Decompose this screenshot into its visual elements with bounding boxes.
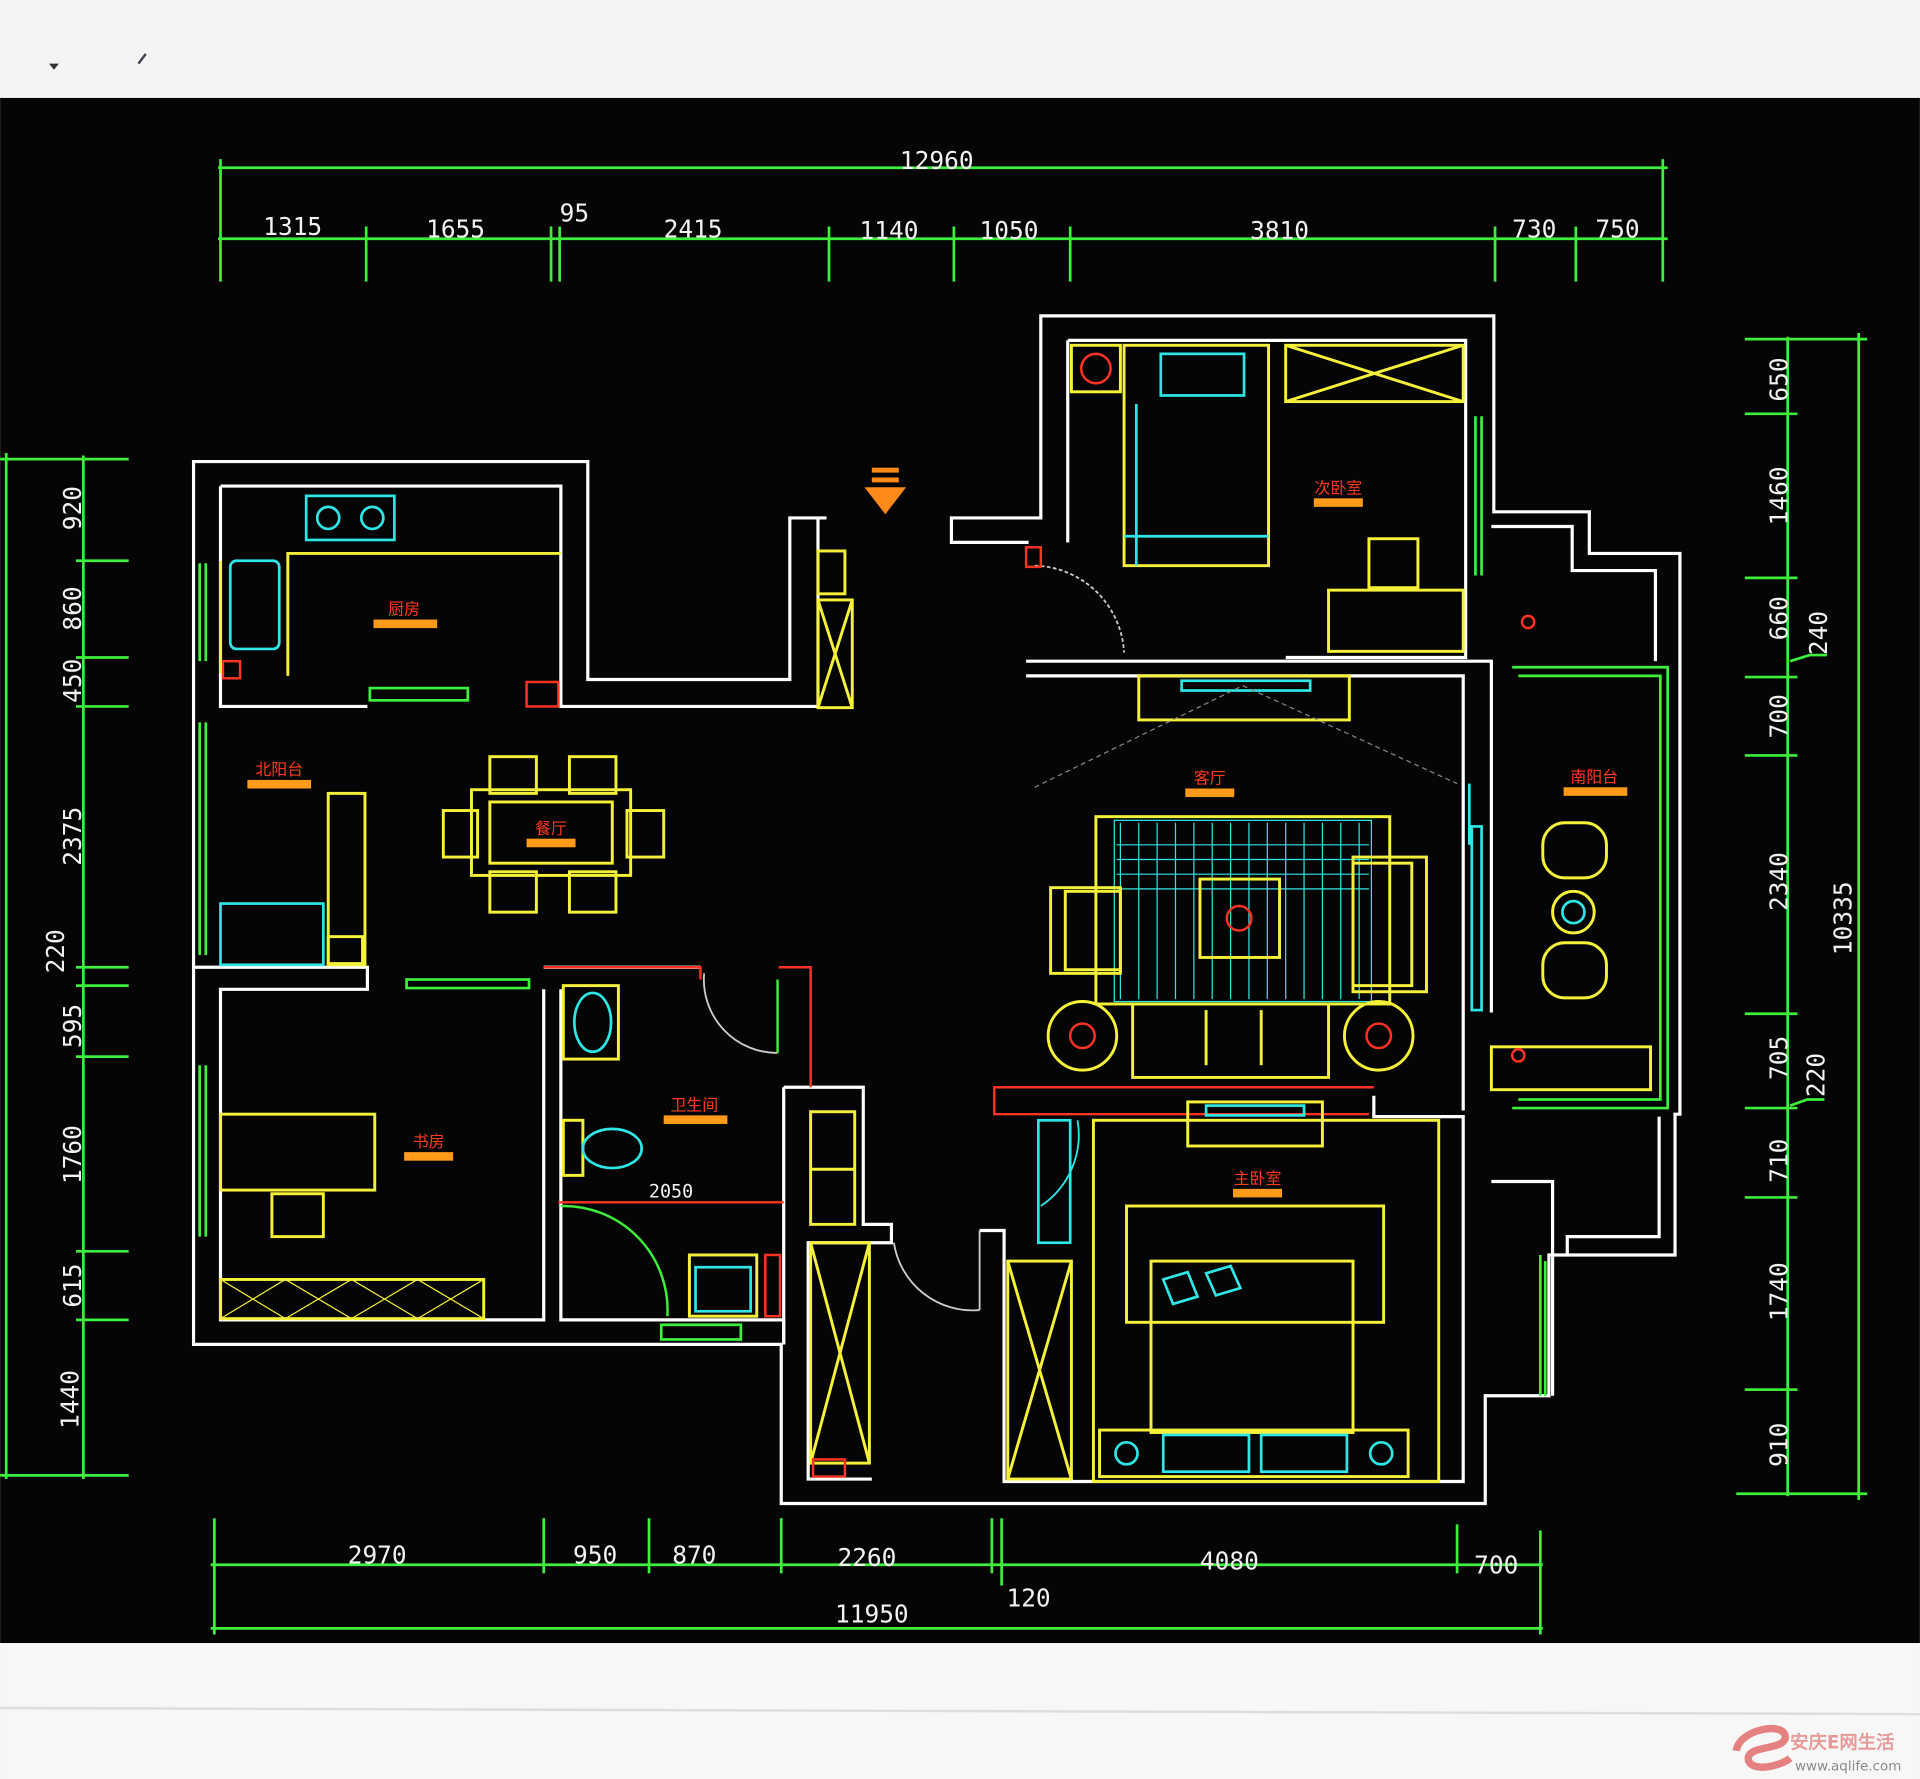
- dim-right: 910: [1765, 1423, 1794, 1467]
- dim-right: 705: [1765, 1036, 1794, 1080]
- room-label-second-bedroom: 次卧室: [1314, 478, 1362, 497]
- dim-right: 220: [1801, 1053, 1830, 1097]
- dim-right: 2340: [1765, 852, 1794, 911]
- living-room-furniture: [1034, 674, 1483, 1079]
- dim-right-total: 10335: [1828, 881, 1857, 955]
- dim-bottom: 4080: [1200, 1547, 1259, 1576]
- room-label-bathroom: 卫生间: [670, 1095, 718, 1114]
- dim-top: 2415: [664, 215, 723, 244]
- watermark-brand: 安庆E网生活: [1790, 1731, 1894, 1753]
- room-label-study: 书房: [413, 1132, 445, 1151]
- dim-bottom: 870: [672, 1541, 716, 1570]
- dim-right: 240: [1804, 611, 1833, 655]
- room-label-dining: 餐厅: [535, 819, 567, 838]
- dim-top: 750: [1595, 215, 1639, 244]
- second-bedroom-furniture: [1069, 343, 1465, 653]
- dim-left: 450: [58, 659, 87, 703]
- watermark-e-icon: [1732, 1724, 1793, 1771]
- dim-top: 1655: [426, 215, 485, 244]
- dim-left: 595: [58, 1004, 87, 1048]
- room-label-kitchen: 厨房: [388, 600, 420, 619]
- bezel-edge-line: [0, 1706, 1920, 1716]
- dim-left: 920: [58, 486, 87, 530]
- dim-left: 1760: [58, 1125, 87, 1184]
- dim-top: 1140: [860, 216, 919, 245]
- doors: 2050: [525, 546, 1374, 1317]
- dim-bath-width: 2050: [649, 1181, 693, 1202]
- bottom-dimensions: 2970 950 870 2260 4080 700 120 11950: [210, 1518, 1543, 1635]
- dim-right: 660: [1765, 596, 1794, 640]
- cad-viewport: [0, 97, 1920, 1644]
- dim-top-total: 12960: [900, 146, 974, 175]
- room-label-living: 客厅: [1194, 769, 1226, 788]
- corridor-wardrobes: [809, 1110, 1073, 1481]
- left-dimensions: 920 860 450 2375 220 595 1760 615 1440: [0, 453, 129, 1480]
- room-labels: 厨房 北阳台 餐厅 次卧室 客厅 南阳台 卫生间 书房 主卧室: [247, 478, 1628, 1198]
- kitchen-fixtures: [219, 494, 561, 680]
- dim-right: 1460: [1765, 466, 1794, 525]
- dim-right: 710: [1765, 1139, 1794, 1183]
- dim-bottom: 2260: [837, 1543, 896, 1572]
- dim-bottom: 120: [1006, 1583, 1050, 1612]
- north-balcony-cabinet: [219, 791, 367, 967]
- dim-top: 1050: [980, 216, 1039, 245]
- dim-right: 1740: [1765, 1262, 1794, 1321]
- right-dimensions: 650 1460 660 240 700 2340 705 220 710 17…: [1736, 333, 1868, 1500]
- dim-bottom: 2970: [348, 1541, 407, 1570]
- south-balcony-furniture: [1489, 614, 1653, 1092]
- dim-left: 2375: [58, 807, 87, 866]
- bezel-mark-icon: [137, 53, 147, 65]
- entrance-arrow-icon: [864, 467, 907, 515]
- dim-bottom: 700: [1474, 1550, 1518, 1579]
- room-label-master-bedroom: 主卧室: [1234, 1169, 1282, 1188]
- dim-right: 700: [1765, 694, 1794, 738]
- dim-top: 730: [1512, 215, 1556, 244]
- dim-left: 860: [58, 586, 87, 630]
- dim-left: 220: [41, 929, 70, 973]
- watermark-url: www.aqlife.com: [1795, 1759, 1901, 1774]
- top-dimensions: 12960 1315 1655 95 2415 1140 1050 3810 7…: [218, 146, 1668, 282]
- bathroom-fixtures: [561, 984, 782, 1318]
- dim-left: 615: [58, 1263, 87, 1307]
- room-label-north-balcony: 北阳台: [255, 760, 303, 779]
- dim-bottom: 950: [573, 1541, 617, 1570]
- study-furniture: [219, 1112, 486, 1321]
- dining-table: [441, 755, 666, 914]
- kitchen-pantry: [816, 549, 854, 710]
- dim-right: 650: [1765, 357, 1794, 401]
- bezel-mark-icon: [49, 63, 59, 70]
- dim-bottom-total: 11950: [835, 1599, 909, 1628]
- dim-top: 95: [560, 199, 589, 228]
- dim-top: 1315: [263, 212, 322, 241]
- watermark-logo: 安庆E网生活 www.aqlife.com: [1732, 1724, 1901, 1774]
- dim-top: 3810: [1250, 216, 1309, 245]
- master-bedroom-furniture: [1091, 1100, 1441, 1483]
- windows: [198, 416, 1670, 1396]
- room-label-south-balcony: 南阳台: [1570, 767, 1618, 786]
- dim-left: 1440: [55, 1370, 84, 1429]
